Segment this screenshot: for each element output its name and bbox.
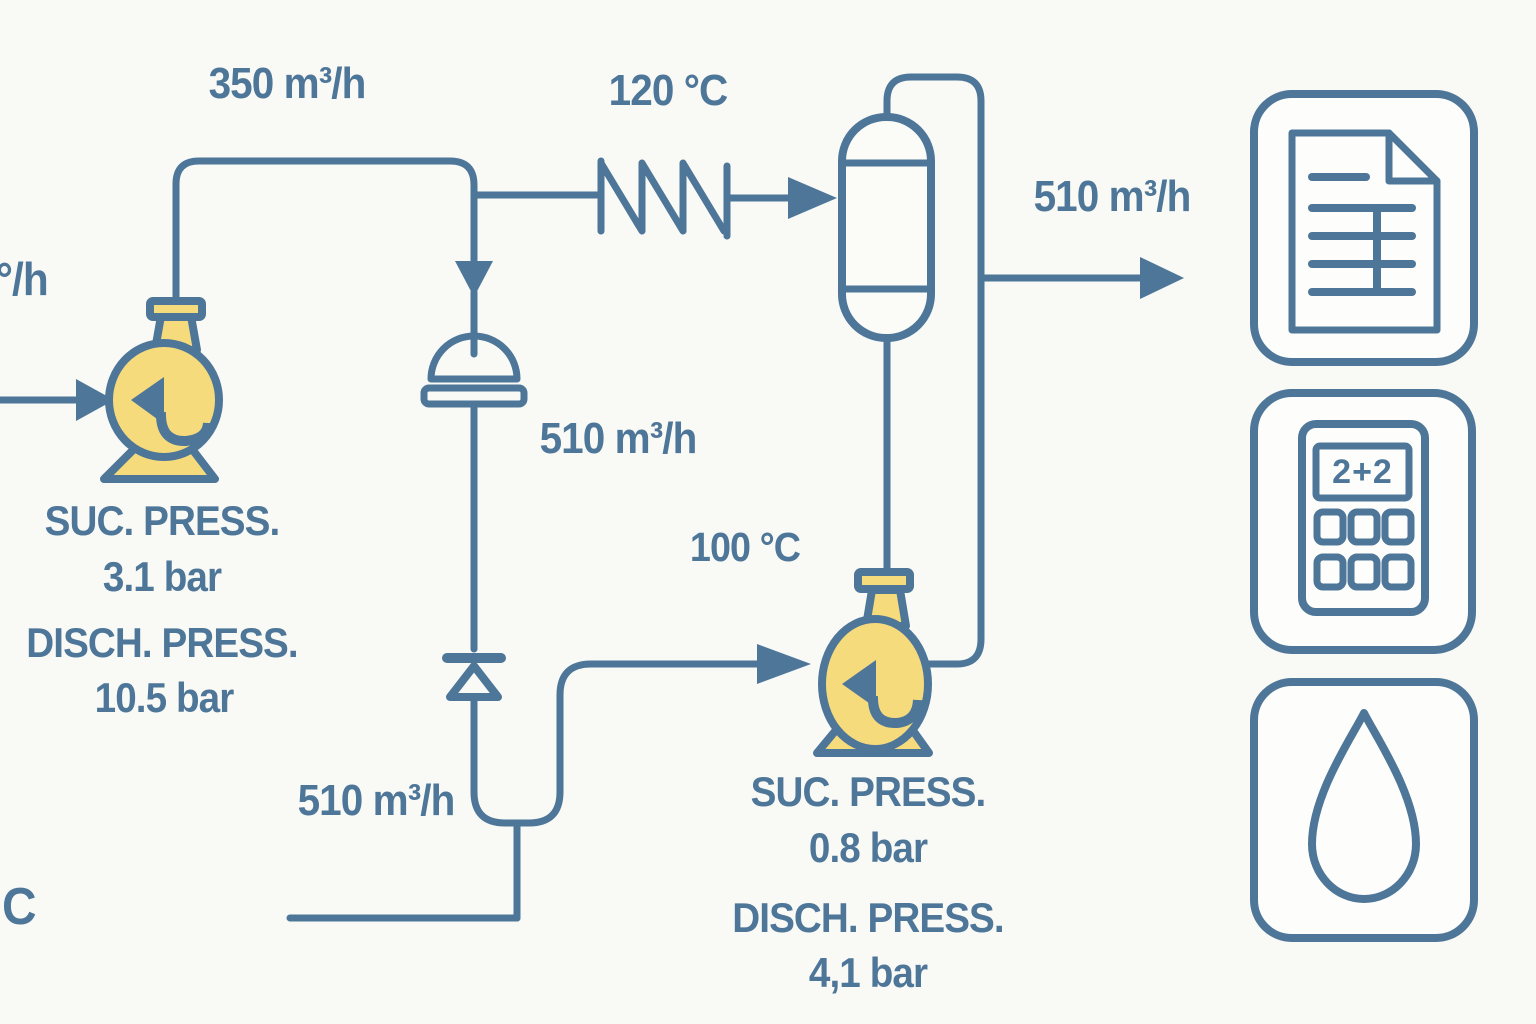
- product-arrow: [1140, 257, 1184, 299]
- pump2-suction-temp-label: 100 °C: [689, 524, 801, 570]
- heat-exchanger-symbol: [597, 157, 792, 240]
- flow-arrows: [76, 177, 1184, 684]
- pump2-suction-pressure-label: SUC. PRESS.: [750, 768, 987, 815]
- bottom-left-partial-temp-label: C: [2, 878, 37, 936]
- feed-arrow: [76, 379, 114, 421]
- pump1-symbol: [100, 297, 223, 483]
- calculator-screen: [1312, 442, 1413, 502]
- pump1-impeller-swirl: [155, 411, 213, 446]
- pump1-flange: [146, 297, 206, 321]
- pump2-impeller-arrow: [842, 660, 876, 708]
- recycle-flow-label: 510 m³/h: [297, 776, 456, 825]
- pump2-impeller-swirl: [867, 695, 923, 728]
- pump2-suction-pressure-value: 0.8 bar: [808, 824, 928, 871]
- pump1-discharge-flow-label: 350 m³/h: [208, 59, 367, 108]
- left-edge-partial-flow-label: °/h: [0, 253, 49, 305]
- calculator-key: [1381, 553, 1415, 591]
- pump1-suction-pressure-label: SUC. PRESS.: [44, 497, 281, 544]
- pump2-discharge-pressure-label: DISCH. PRESS.: [732, 894, 1004, 941]
- pump2-flange: [854, 568, 914, 593]
- document-sheet: [1288, 129, 1441, 334]
- pump1-discharge-pressure-label: DISCH. PRESS.: [26, 619, 298, 666]
- branch-flow-label: 510 m³/h: [539, 414, 698, 463]
- recycle-loop-pipe: [883, 73, 985, 668]
- branch-down-arrow: [455, 261, 493, 297]
- pump2-symbol: [813, 568, 933, 757]
- pump1-discharge-pipe: [172, 157, 478, 312]
- pump1-discharge-pressure-value: 10.5 bar: [94, 674, 235, 721]
- strainer-plate: [420, 384, 528, 408]
- calculator-key: [1313, 553, 1347, 591]
- document-icon: [1250, 90, 1478, 366]
- calculator-key: [1347, 508, 1381, 546]
- separator-vessel: [838, 113, 935, 342]
- calculator-key: [1313, 508, 1347, 546]
- document-fold: [1385, 129, 1441, 185]
- vessel-inlet-arrow: [788, 177, 837, 219]
- calculator-key: [1347, 553, 1381, 591]
- calculator-body: [1298, 420, 1429, 616]
- water-drop-shape: [1308, 709, 1420, 903]
- calculator-tile: [1250, 389, 1476, 654]
- calculator-display-value: 2+2: [1332, 453, 1393, 491]
- heater-temp-label: 120 °C: [608, 66, 729, 115]
- calculator-key: [1381, 508, 1415, 546]
- calculator-icon: [1250, 389, 1476, 654]
- pump2-discharge-pressure-value: 4,1 bar: [808, 949, 928, 996]
- piping-network: [0, 73, 1144, 922]
- strainer-dome: [427, 332, 521, 383]
- check-valve-disc: [446, 662, 502, 701]
- water-drop-tile: [1250, 678, 1478, 942]
- icon-panel: [1250, 90, 1478, 942]
- pump2-suction-pipe: [470, 660, 761, 827]
- water-drop-icon: [1250, 678, 1478, 942]
- vessel-shell: [838, 113, 935, 342]
- product-flow-label: 510 m³/h: [1033, 172, 1192, 221]
- pump1-suction-pressure-value: 3.1 bar: [102, 553, 222, 600]
- pump2-suction-arrow: [757, 644, 811, 684]
- pump1-impeller-arrow: [131, 377, 164, 424]
